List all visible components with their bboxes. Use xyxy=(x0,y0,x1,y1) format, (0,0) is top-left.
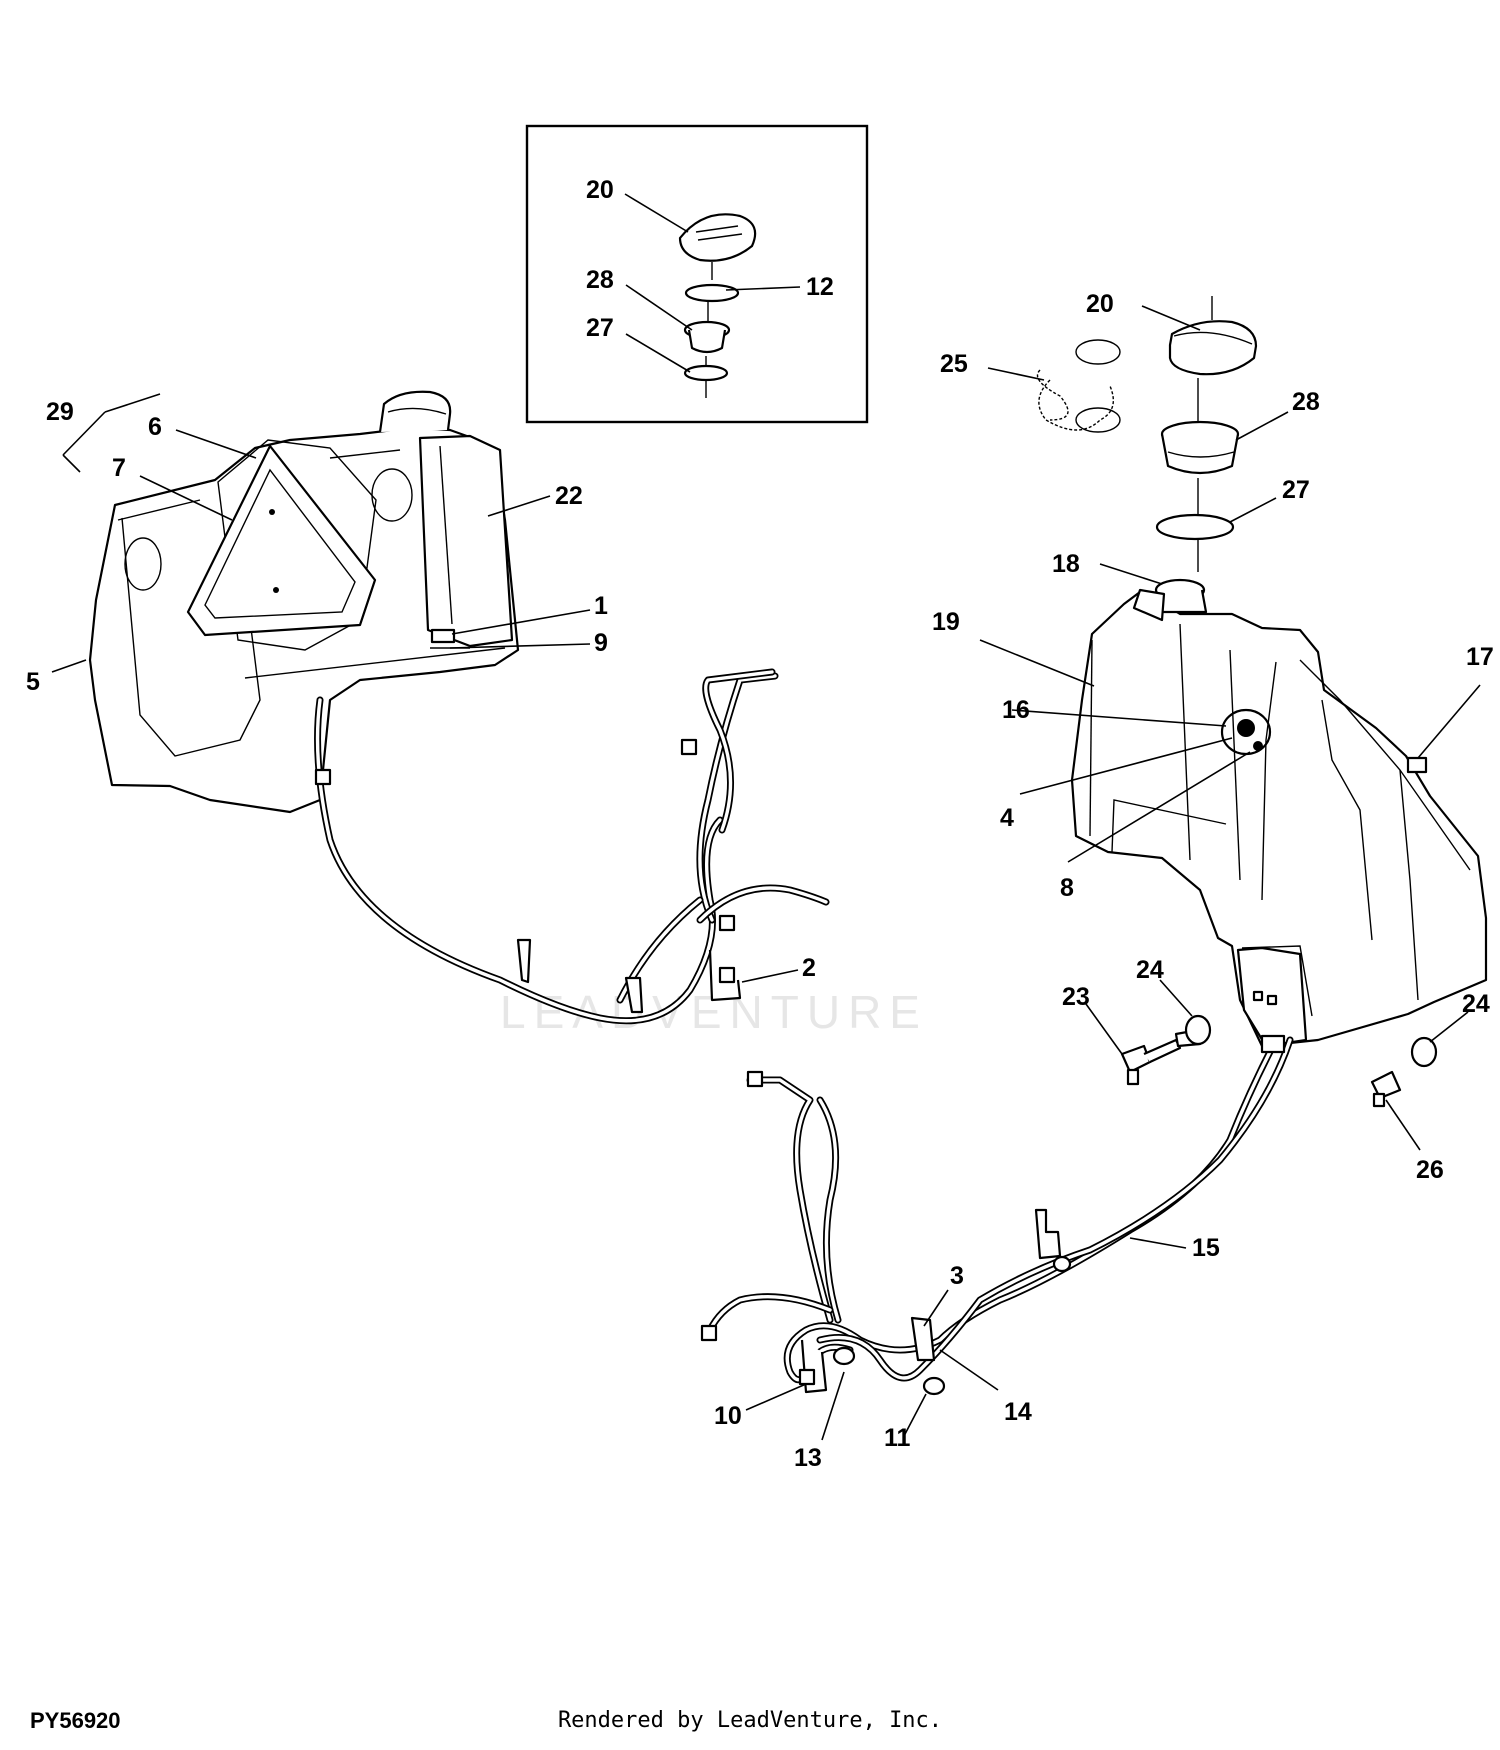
callout-5: 5 xyxy=(26,668,40,696)
callout-28: 28 xyxy=(1292,388,1320,416)
callout-8: 8 xyxy=(1060,874,1074,902)
callout-24-b: 24 xyxy=(1462,990,1490,1018)
callout-23: 23 xyxy=(1062,983,1090,1011)
inset-box: 20 12 28 27 xyxy=(525,124,869,424)
callout-27: 27 xyxy=(1282,476,1310,504)
callout-19: 19 xyxy=(932,608,960,636)
callout-6: 6 xyxy=(148,413,162,441)
fuel-cap xyxy=(1168,296,1258,376)
callout-17: 17 xyxy=(1466,643,1494,671)
elbow-fitting xyxy=(1370,1070,1402,1108)
callout-20-inset: 20 xyxy=(586,176,614,204)
left-fuel-tank xyxy=(88,390,520,814)
callout-11: 11 xyxy=(884,1424,911,1452)
callout-20: 20 xyxy=(1086,290,1114,318)
callout-18: 18 xyxy=(1052,550,1080,578)
callout-29: 29 xyxy=(46,398,74,426)
side-shield xyxy=(418,434,514,648)
callout-25: 25 xyxy=(940,350,968,378)
callout-3: 3 xyxy=(950,1262,964,1290)
render-credit: Rendered by LeadVenture, Inc. xyxy=(557,1708,943,1733)
inset-o-ring xyxy=(683,364,729,382)
callout-13: 13 xyxy=(794,1444,822,1472)
callout-26: 26 xyxy=(1416,1156,1444,1184)
callout-16: 16 xyxy=(1002,696,1030,724)
callout-24-a: 24 xyxy=(1136,956,1164,984)
callout-9: 9 xyxy=(594,629,608,657)
cap-adapter xyxy=(1160,420,1240,475)
callout-2: 2 xyxy=(802,954,816,982)
callout-15: 15 xyxy=(1192,1234,1220,1262)
callout-10: 10 xyxy=(714,1402,742,1430)
callout-27-inset: 27 xyxy=(586,314,614,342)
hose-clamp-a xyxy=(1184,1014,1212,1046)
callout-14: 14 xyxy=(1004,1398,1032,1426)
figure-code: PY56920 xyxy=(30,1708,121,1733)
vent-fitting xyxy=(1406,756,1428,774)
right-fuel-tank xyxy=(1070,578,1488,1048)
callout-22: 22 xyxy=(555,482,583,510)
callout-28-inset: 28 xyxy=(586,266,614,294)
tether-cord xyxy=(1036,339,1121,433)
inset-fuel-cap xyxy=(678,213,757,262)
cap-o-ring xyxy=(1155,513,1235,541)
left-fuel-line-assembly xyxy=(314,668,830,1025)
callout-4: 4 xyxy=(1000,804,1014,832)
right-fuel-line-assembly xyxy=(700,1034,1294,1396)
callout-12: 12 xyxy=(806,273,834,301)
inset-gasket xyxy=(684,283,740,303)
reflector xyxy=(186,444,377,637)
hose-clamp-b xyxy=(1410,1036,1438,1068)
inset-adapter xyxy=(683,320,731,354)
callout-7: 7 xyxy=(112,454,126,482)
callout-1: 1 xyxy=(594,592,608,620)
